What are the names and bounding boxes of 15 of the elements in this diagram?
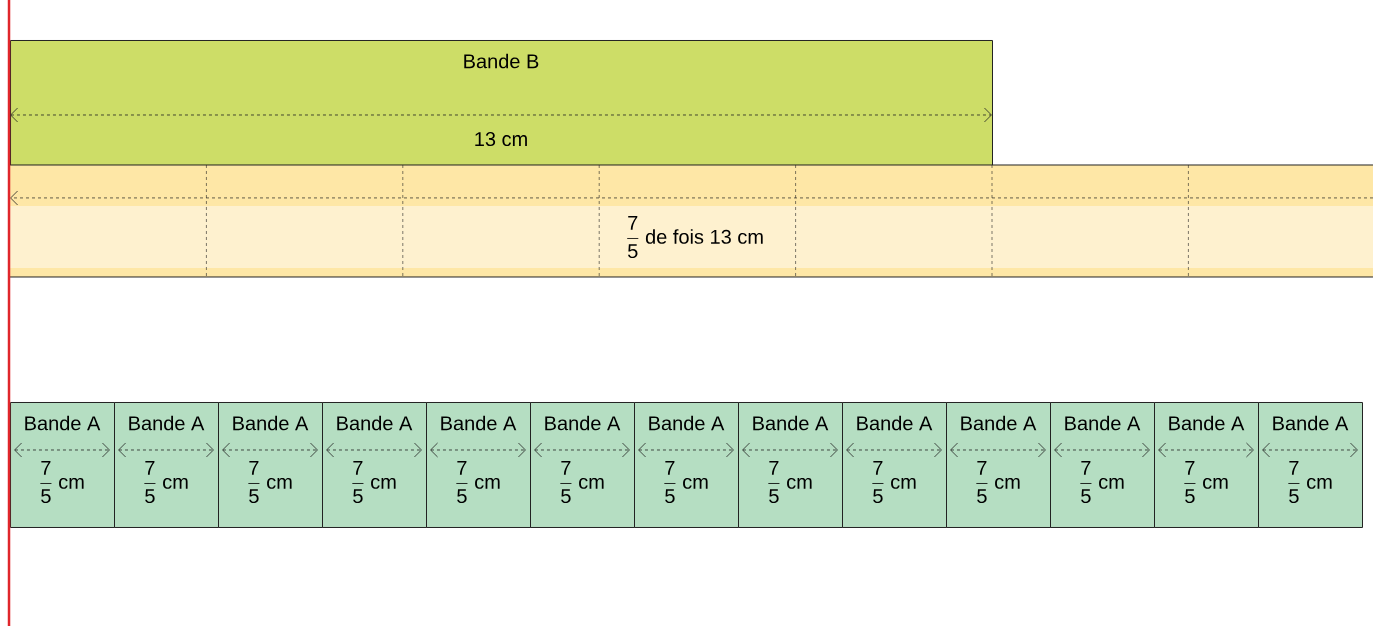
strip: Bande A $\frac{\text{7}}{\text{5}}\text{ cm}$ [634, 402, 739, 528]
strip: Bande A $\frac{\text{7}}{\text{5}}\text{ cm}$ [946, 402, 1051, 528]
strip: Bande A $\frac{\text{7}}{\text{5}}\text{ cm}$ [218, 402, 323, 528]
strip: Bande A $\frac{\text{7}}{\text{5}}\text{ cm}$ [530, 402, 635, 528]
strip: Bande A $\frac{\text{7}}{\text{5}}\text{ cm}$ [10, 402, 115, 528]
strip: Bande A $\frac{\text{7}}{\text{5}}\text{ cm}$ [1258, 402, 1363, 528]
strip: $\frac{\text{7}}{\text{5}}\text{ de fois 13 cm}$ [9, 164, 1373, 278]
strip: Bande A $\frac{\text{7}}{\text{5}}\text{ cm}$ [738, 402, 843, 528]
strip: Bande B 13 cm [10, 40, 993, 166]
strip: Bande A $\frac{\text{7}}{\text{5}}\text{ cm}$ [842, 402, 947, 528]
strip: Bande A $\frac{\text{7}}{\text{5}}\text{ cm}$ [1154, 402, 1259, 528]
strip: Bande A $\frac{\text{7}}{\text{5}}\text{ cm}$ [114, 402, 219, 528]
strip: Bande A $\frac{\text{7}}{\text{5}}\text{ cm}$ [426, 402, 531, 528]
strip: Bande A $\frac{\text{7}}{\text{5}}\text{ cm}$ [322, 402, 427, 528]
strip: Bande A $\frac{\text{7}}{\text{5}}\text{ cm}$ [1050, 402, 1155, 528]
